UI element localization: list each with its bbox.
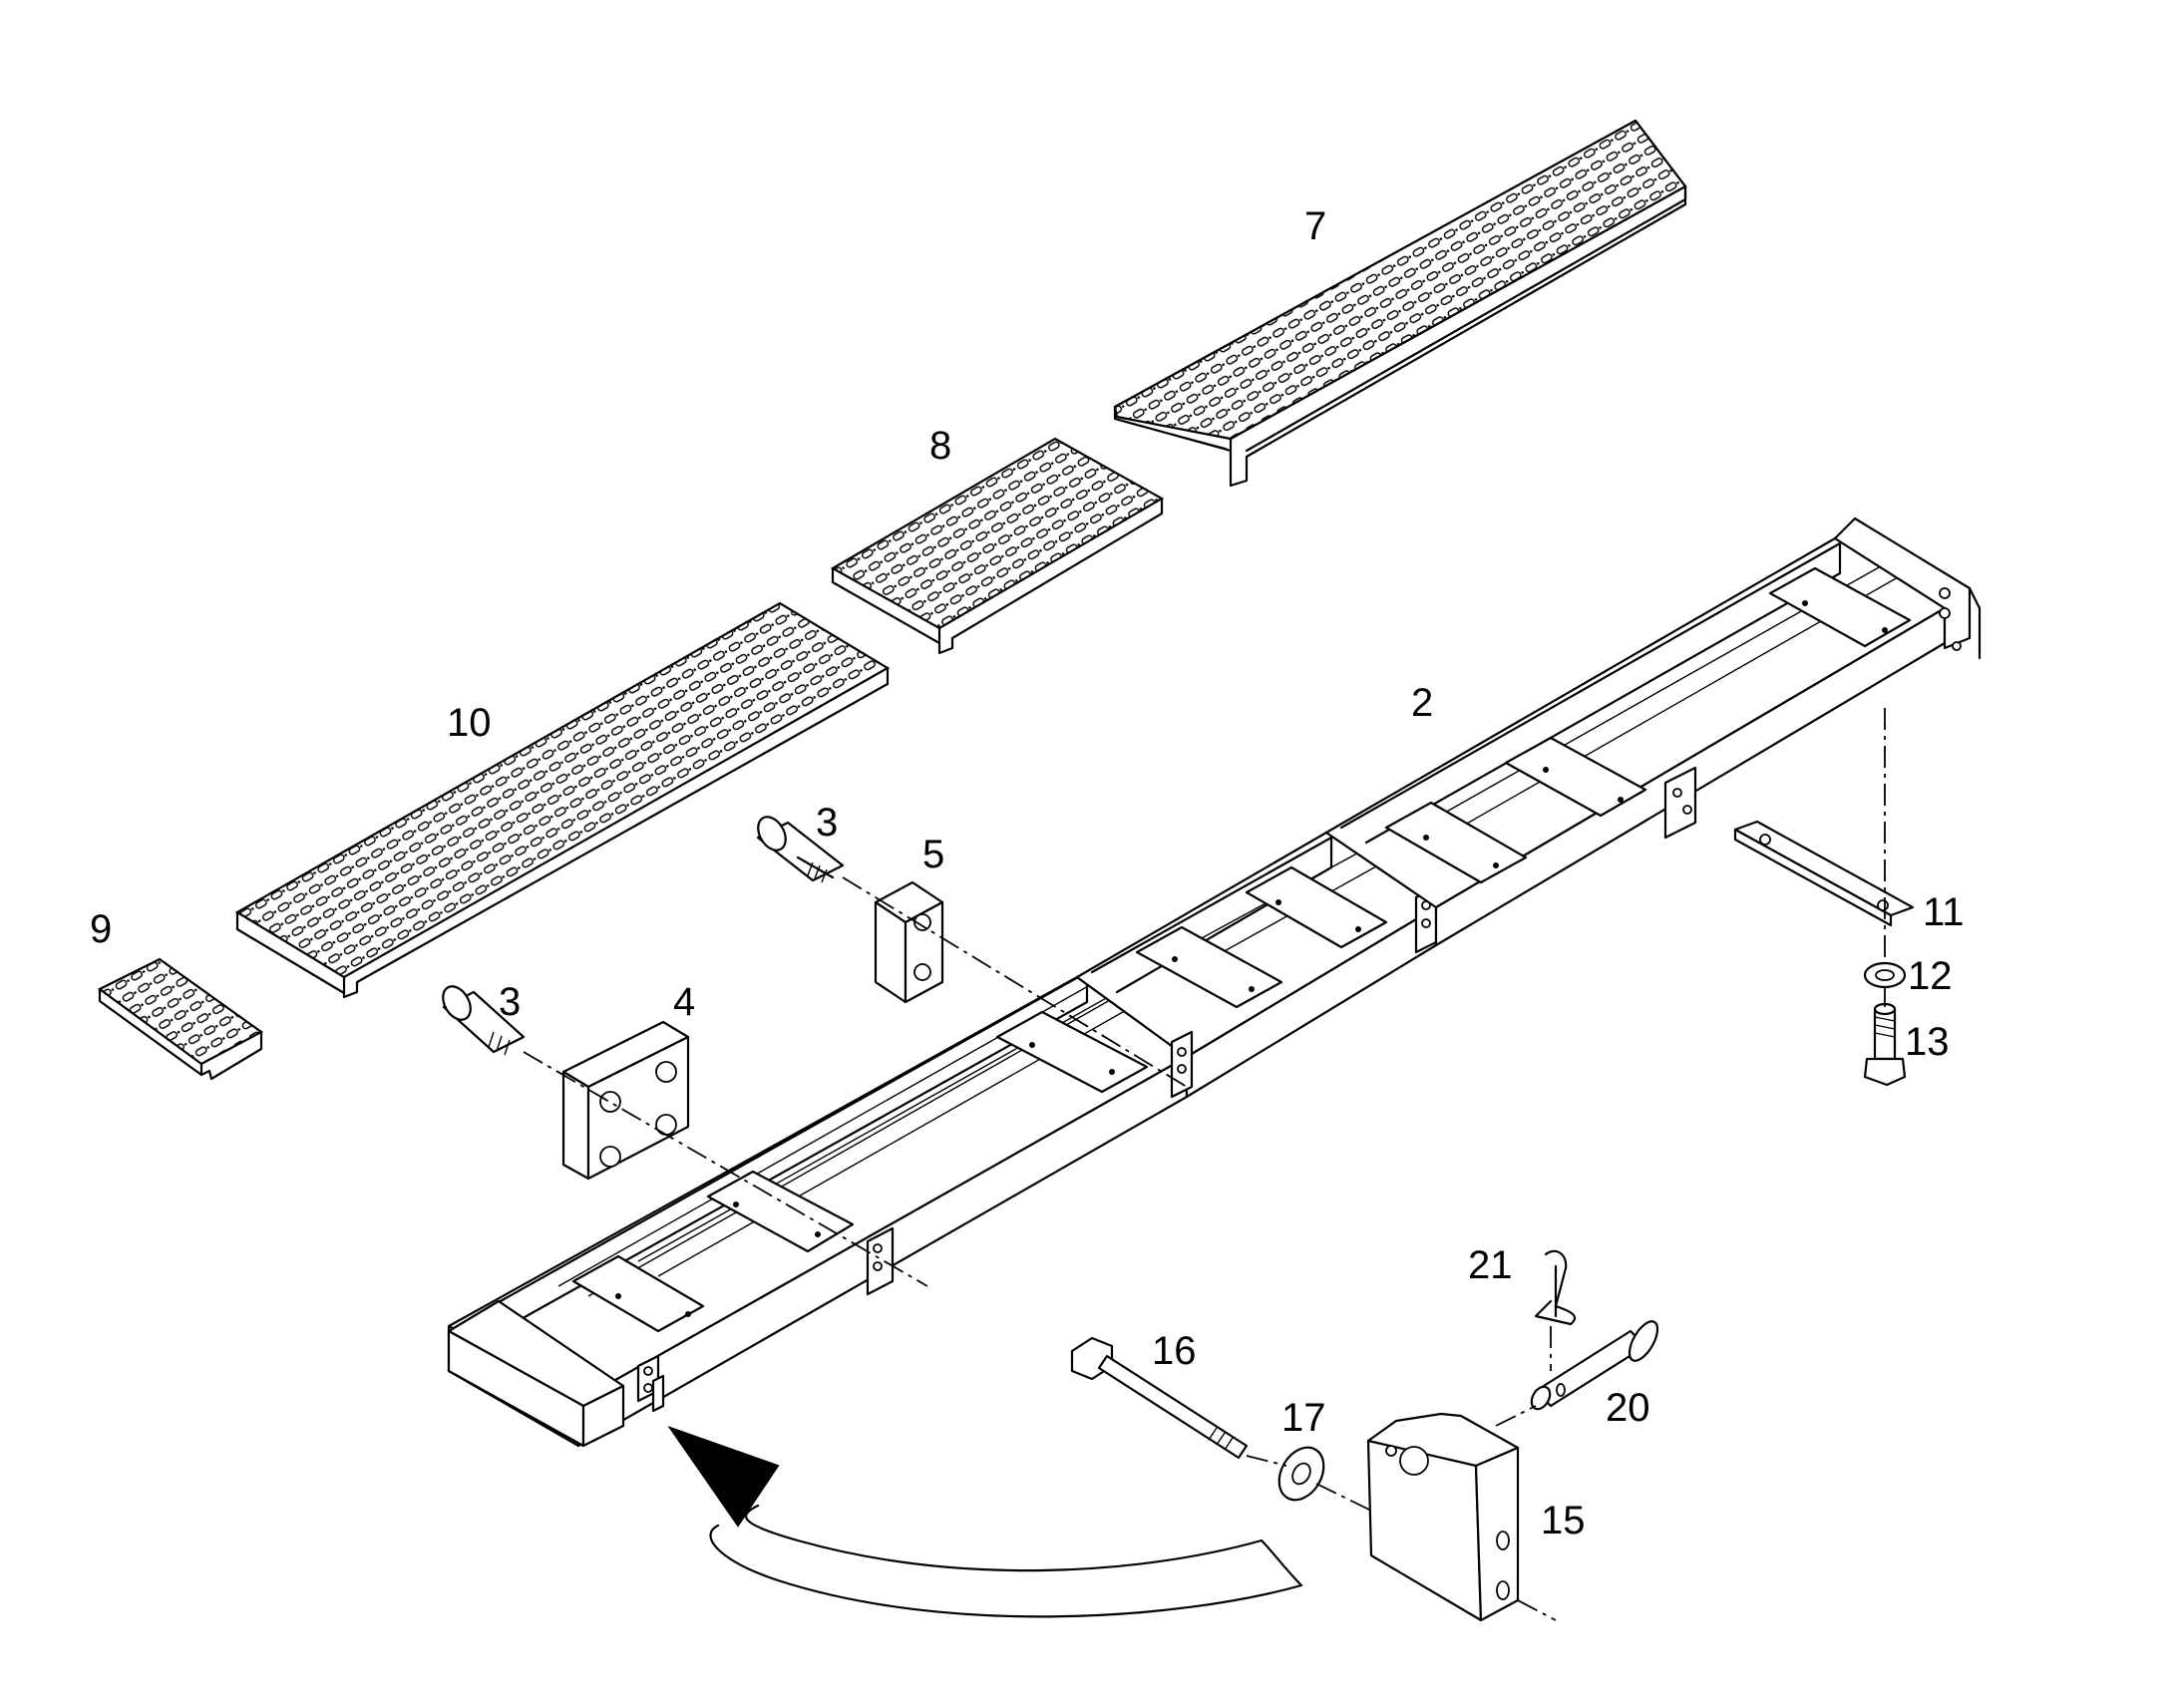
part-label-3-upper: 3 (816, 801, 838, 845)
strap-11 (1733, 820, 1915, 927)
block-4 (561, 1020, 690, 1181)
assembly-center-lines (523, 708, 1886, 1621)
part-label-5: 5 (922, 833, 944, 876)
grating-step-10 (234, 601, 891, 999)
bolt-3-upper (756, 816, 845, 883)
bolt-13 (1863, 1002, 1907, 1087)
bolt-3-lower (442, 985, 526, 1056)
washer-17 (1277, 1446, 1325, 1502)
washer-12 (1863, 961, 1907, 989)
part-label-11: 11 (1923, 890, 1965, 934)
part-label-15: 15 (1541, 1499, 1586, 1542)
part-label-7: 7 (1304, 204, 1326, 248)
pin-20 (1530, 1320, 1659, 1411)
part-label-16: 16 (1152, 1329, 1197, 1373)
bolt-16 (1070, 1336, 1249, 1460)
part-label-10: 10 (447, 701, 492, 745)
part-label-12: 12 (1908, 954, 1953, 998)
part-label-4: 4 (673, 980, 695, 1024)
part-label-13: 13 (1905, 1020, 1950, 1064)
grating-step-7 (1113, 119, 1687, 488)
part-label-3-lower: 3 (499, 980, 521, 1024)
part-label-9: 9 (90, 907, 112, 951)
grating-step-8 (830, 437, 1165, 655)
linch-pin-21 (1534, 1249, 1577, 1326)
part-label-8: 8 (929, 424, 951, 468)
block-5 (874, 880, 944, 1004)
step-frame-2 (447, 516, 1982, 1448)
rotation-arrow (667, 1426, 1303, 1618)
part-label-17: 17 (1281, 1396, 1326, 1440)
part-label-2: 2 (1411, 681, 1433, 725)
part-label-20: 20 (1606, 1386, 1650, 1430)
bracket-15 (1366, 1412, 1520, 1622)
grating-step-9 (97, 957, 264, 1081)
part-label-21: 21 (1468, 1243, 1513, 1287)
